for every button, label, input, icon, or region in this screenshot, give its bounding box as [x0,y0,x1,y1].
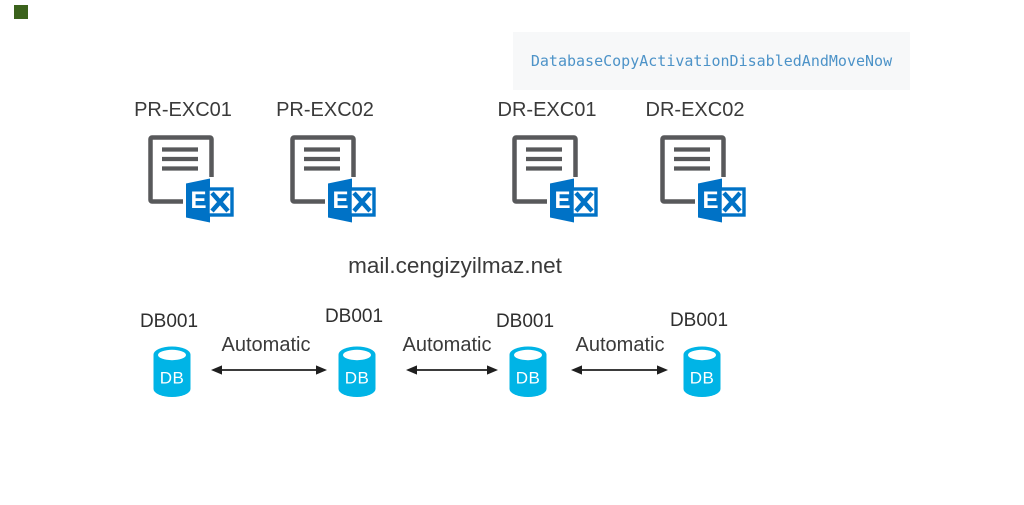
db-glyph: DB [345,369,370,388]
database-icon: DB [338,346,376,397]
database-node: DB001 DB [132,304,212,404]
database-name: DB001 [495,311,555,332]
green-marker [14,5,28,19]
replication-mode-label: Automatic [221,334,311,356]
activation-policy-text: DatabaseCopyActivationDisabledAndMoveNow [530,52,893,70]
database-name: DB001 [669,310,729,331]
db-glyph: DB [516,369,541,388]
exchange-server-icon: E [290,135,376,223]
exchange-server-icon: E [148,135,234,223]
exchange-e-glyph: E [702,187,718,214]
server-node-dr-exc02: DR-EXC02 E [630,99,760,224]
database-icon: DB [683,346,721,397]
database-node: DB001 DB [488,304,568,404]
db-glyph: DB [690,369,715,388]
exchange-x-icon [574,191,594,213]
exchange-e-glyph: E [332,187,348,214]
database-icon: DB [509,346,547,397]
server-name: PR-EXC02 [276,99,374,121]
double-arrow-icon [211,365,327,375]
server-name: DR-EXC02 [645,99,745,121]
exchange-x-icon [722,191,742,213]
exchange-e-glyph: E [554,187,570,214]
database-node: DB001 DB [317,304,397,404]
server-node-pr-exc02: PR-EXC02 E [260,99,390,224]
exchange-e-glyph: E [190,187,206,214]
replication-mode-label: Automatic [402,334,492,356]
database-icon: DB [153,346,191,397]
exchange-server-icon: E [660,135,746,223]
server-node-dr-exc01: DR-EXC01 E [482,99,612,224]
domain-label: mail.cengizyilmaz.net [348,253,562,278]
database-node: DB001 DB [662,304,742,404]
database-name: DB001 [139,311,199,332]
exchange-server-icon: E [512,135,598,223]
exchange-x-icon [210,191,230,213]
double-arrow-icon [406,365,498,375]
server-name: PR-EXC01 [134,99,232,121]
db-glyph: DB [160,369,185,388]
server-name: DR-EXC01 [497,99,597,121]
exchange-x-icon [352,191,372,213]
server-node-pr-exc01: PR-EXC01 E [118,99,248,224]
activation-policy-banner: DatabaseCopyActivationDisabledAndMoveNow [513,32,910,90]
replication-mode-label: Automatic [575,334,665,356]
database-name: DB001 [324,306,384,327]
double-arrow-icon [571,365,668,375]
